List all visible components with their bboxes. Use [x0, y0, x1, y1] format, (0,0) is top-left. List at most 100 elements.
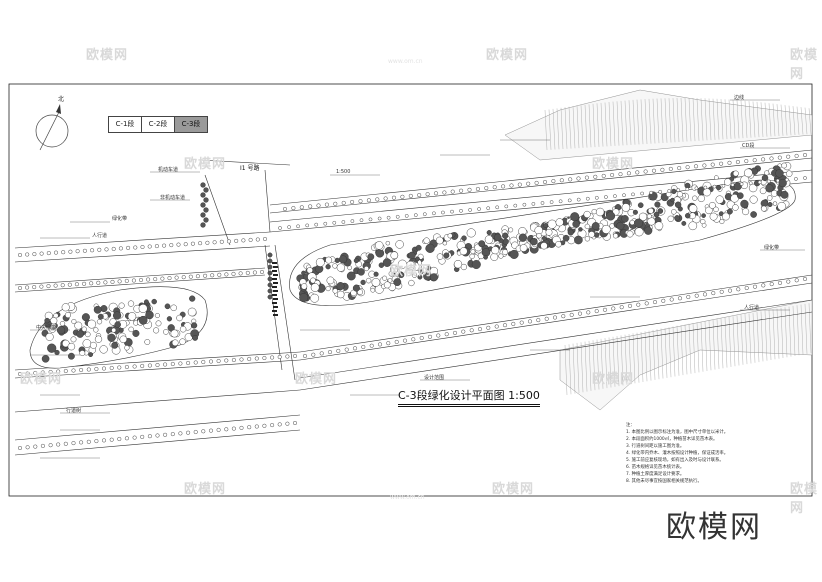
tree-symbol	[109, 437, 114, 442]
tree-symbol	[636, 302, 641, 307]
tree-symbol	[285, 354, 290, 359]
tree-symbol	[459, 247, 468, 256]
tree-symbol	[450, 209, 454, 214]
tree-symbol	[166, 316, 173, 322]
tab-c1[interactable]: C-1段	[109, 117, 142, 132]
watermark-url: www.om.cn	[390, 494, 425, 501]
watermark: 欧模网	[295, 372, 338, 387]
crosswalk-stripe	[272, 262, 277, 264]
tree-symbol	[744, 159, 749, 164]
tree-symbol	[654, 221, 664, 231]
tree-symbol	[593, 232, 600, 238]
tree-symbol	[359, 218, 364, 223]
tree-symbol	[593, 174, 598, 179]
tree-symbol	[170, 329, 179, 338]
tree-symbol	[702, 188, 711, 197]
tree-symbol	[155, 362, 160, 368]
tree-symbol	[375, 248, 385, 258]
tree-symbol	[775, 178, 780, 183]
hatch-line	[720, 99, 724, 140]
hatch-line	[784, 307, 788, 358]
tree-symbol	[613, 194, 617, 198]
tree-symbol	[71, 368, 76, 373]
tree-symbol	[231, 426, 236, 431]
tree-symbol	[772, 201, 778, 206]
tree-symbol	[643, 169, 648, 174]
tree-symbol	[713, 175, 719, 180]
tree-symbol	[48, 443, 53, 448]
tree-symbol	[155, 433, 160, 438]
tree-symbol	[267, 282, 273, 288]
tree-symbol	[693, 164, 699, 169]
tree-symbol	[422, 212, 427, 217]
tree-symbol	[519, 244, 528, 252]
tree-symbol	[373, 271, 379, 277]
tree-symbol	[621, 203, 631, 212]
tree-symbol	[94, 335, 103, 343]
tree-symbol	[254, 356, 259, 361]
tree-symbol	[677, 166, 682, 171]
tree-symbol	[259, 269, 265, 275]
hatch-line	[796, 305, 800, 356]
hatch-line	[584, 341, 588, 392]
hatch-line	[740, 100, 744, 139]
tree-symbol	[502, 232, 509, 239]
crosswalk-stripe	[272, 310, 277, 312]
tree-symbol	[441, 210, 445, 215]
tree-symbol	[224, 272, 229, 277]
label-4: 非机动车道	[160, 195, 186, 201]
tree-symbol	[588, 231, 595, 238]
tree-symbol	[743, 168, 753, 178]
tree-symbol	[483, 254, 488, 260]
tree-symbol	[555, 218, 564, 227]
tree-symbol	[61, 250, 66, 255]
tree-symbol	[44, 317, 50, 324]
tree-symbol	[89, 281, 94, 286]
tree-symbol	[336, 282, 345, 291]
note-line: 1. 本图比例以图示标注为准，图中尺寸单位以米计。	[626, 430, 729, 435]
tree-symbol	[391, 195, 397, 200]
tree-symbol	[721, 212, 730, 221]
tree-symbol	[97, 313, 104, 320]
tree-symbol	[601, 173, 606, 178]
tree-symbol	[86, 367, 91, 372]
tree-symbol	[425, 243, 435, 253]
tree-symbol	[39, 251, 44, 256]
tree-symbol	[671, 209, 677, 215]
tree-symbol	[777, 280, 783, 285]
drawing-title: C-3段绿化设计平面图 1:500	[398, 387, 540, 407]
tree-symbol	[285, 421, 290, 426]
hatch-line	[620, 335, 624, 386]
tree-symbol	[160, 276, 165, 281]
tree-symbol	[677, 296, 683, 301]
tree-symbol	[468, 208, 472, 212]
tree-symbol	[536, 318, 541, 323]
label-6: 行道树	[66, 408, 82, 414]
watermark: 欧模网	[790, 482, 819, 516]
label-11: 设计范围	[424, 375, 445, 381]
tab-c3[interactable]: C-3段	[175, 117, 207, 132]
tree-symbol	[502, 249, 509, 256]
tree-symbol	[76, 330, 84, 338]
hatch-line	[676, 325, 680, 376]
tree-symbol	[32, 252, 37, 257]
tree-symbol	[676, 191, 683, 198]
tree-symbol	[638, 212, 648, 221]
tree-symbol	[393, 278, 402, 287]
label-5: 中央绿带	[36, 325, 57, 331]
tab-c2[interactable]: C-2段	[142, 117, 175, 132]
tree-symbol	[111, 341, 119, 349]
tree-symbol	[178, 431, 183, 436]
tree-symbol	[426, 265, 432, 271]
hatch-line	[644, 331, 648, 382]
tree-symbol	[127, 312, 137, 321]
hatch-line	[712, 98, 716, 140]
tree-symbol	[346, 271, 356, 281]
tree-symbol	[632, 209, 638, 215]
hatch-line	[756, 101, 760, 138]
tree-symbol	[327, 350, 333, 355]
tree-symbol	[777, 201, 787, 211]
tree-symbol	[759, 187, 767, 195]
tree-symbol	[325, 256, 333, 264]
